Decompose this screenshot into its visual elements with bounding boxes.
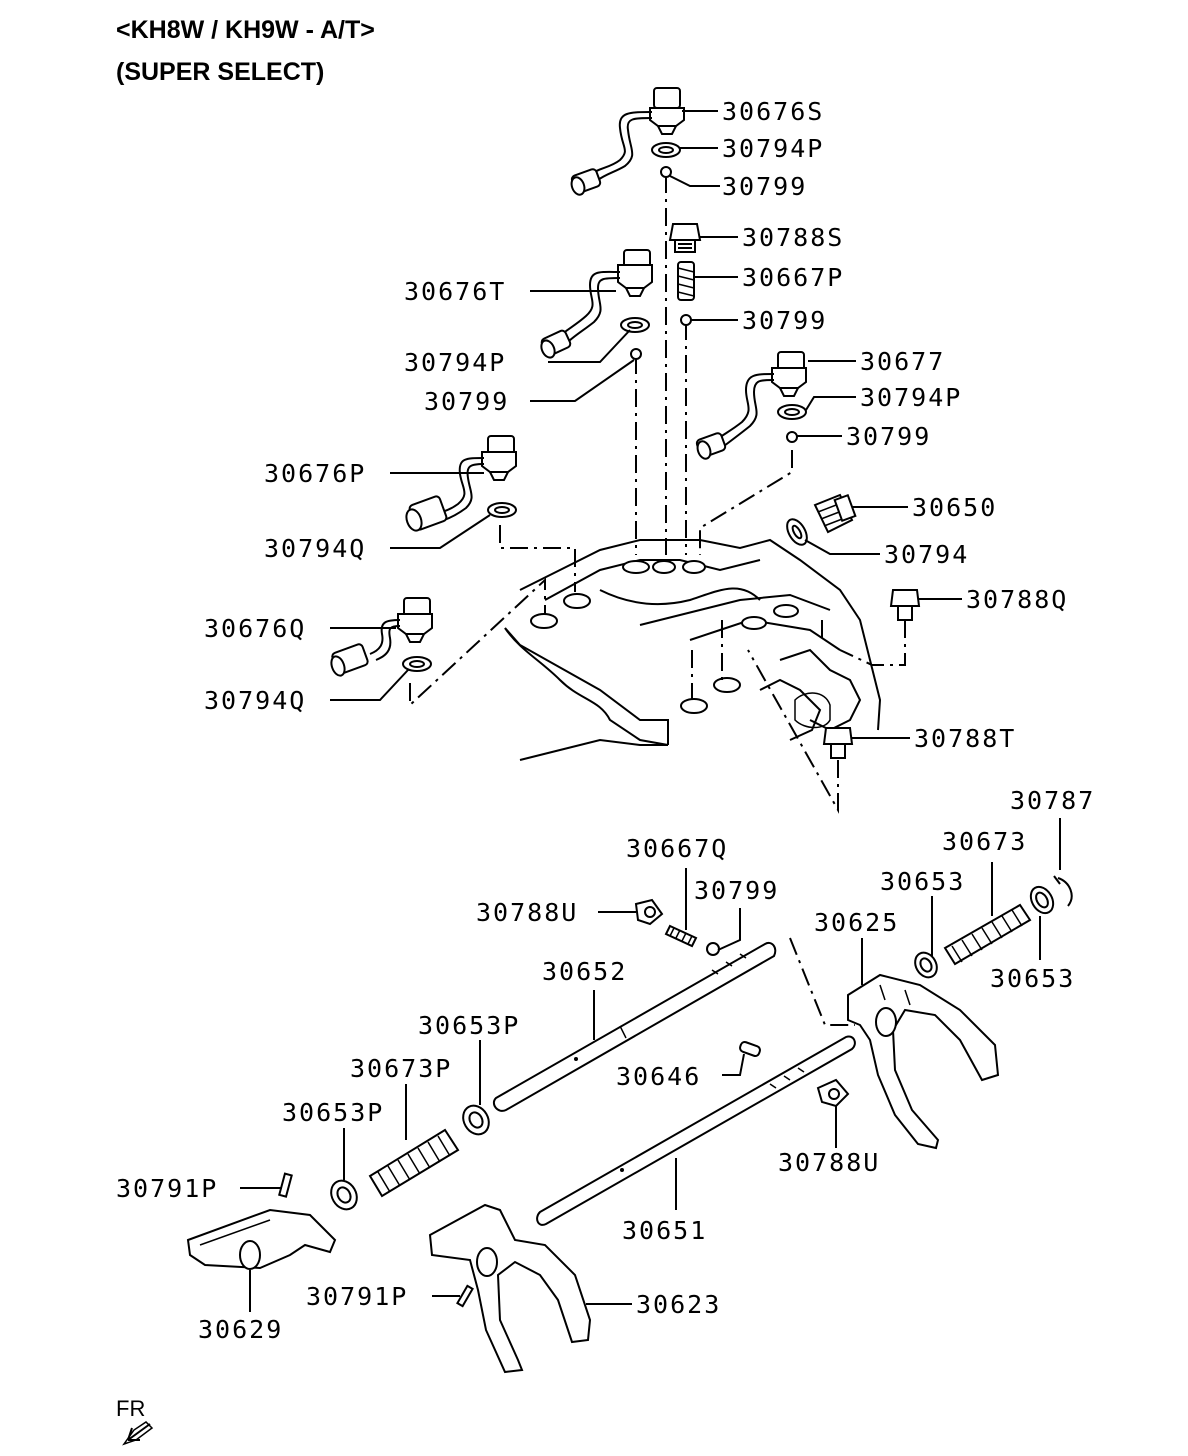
snap-ring-30787	[1053, 875, 1073, 907]
label-30673: 30673	[942, 827, 1028, 856]
spring-30667P	[677, 261, 695, 301]
spring-30673P	[368, 1128, 460, 1198]
label-30676T: 30676T	[404, 277, 507, 306]
switch-30677	[695, 351, 807, 460]
label-30799: 30799	[424, 387, 510, 416]
label-30788U: 30788U	[778, 1148, 881, 1177]
switch-30676T	[540, 249, 653, 359]
fork-30623	[428, 1203, 592, 1374]
label-30677: 30677	[860, 347, 946, 376]
ball-30799-a	[660, 166, 672, 178]
label-30794P: 30794P	[860, 383, 963, 412]
valve-30650	[813, 493, 857, 534]
label-30652: 30652	[542, 957, 628, 986]
label-30799: 30799	[846, 422, 932, 451]
label-30794: 30794	[884, 540, 970, 569]
diagram-subtitle: (SUPER SELECT)	[116, 58, 325, 86]
front-direction-label: FR	[116, 1396, 146, 1421]
seat-30653P-a	[462, 1104, 490, 1136]
label-30673P: 30673P	[350, 1054, 453, 1083]
lever-30629	[186, 1208, 337, 1270]
label-30787: 30787	[1010, 786, 1096, 815]
ball-30799-d	[786, 431, 798, 443]
label-30791P: 30791P	[306, 1282, 409, 1311]
label-30676Q: 30676Q	[204, 614, 307, 643]
washer-30794Q-a	[487, 502, 517, 518]
washer-30794Q-b	[402, 656, 432, 672]
label-30667P: 30667P	[742, 263, 845, 292]
leader-lines	[240, 110, 1061, 1312]
label-30794Q: 30794Q	[264, 534, 367, 563]
label-30788S: 30788S	[742, 223, 845, 252]
washer-30794P-a	[651, 142, 681, 158]
washer-30794P-b	[620, 317, 650, 333]
pin-30646	[739, 1041, 761, 1057]
label-30794P: 30794P	[404, 348, 507, 377]
diagram-title: <KH8W / KH9W - A/T>	[116, 16, 375, 44]
label-30799: 30799	[722, 172, 808, 201]
pin-30791P-a	[278, 1172, 293, 1198]
plug-30788T	[822, 727, 854, 759]
label-30667Q: 30667Q	[626, 834, 729, 863]
plug-30788Q	[889, 589, 921, 621]
plug-30788U-a	[634, 898, 664, 926]
seat-30653P-b	[330, 1179, 358, 1211]
label-30676S: 30676S	[722, 97, 825, 126]
label-30788Q: 30788Q	[966, 585, 1069, 614]
washer-30794	[786, 518, 808, 546]
label-30788T: 30788T	[914, 724, 1017, 753]
label-30794Q: 30794Q	[204, 686, 307, 715]
ball-30799-c	[630, 348, 642, 360]
pin-30791P-b	[456, 1284, 474, 1308]
switch-30676S	[570, 87, 685, 196]
label-30676P: 30676P	[264, 459, 367, 488]
plug-30788S	[668, 223, 702, 253]
shaft-30652	[492, 942, 777, 1112]
spring-30667Q	[664, 924, 698, 948]
label-30623: 30623	[636, 1290, 722, 1319]
label-30791P: 30791P	[116, 1174, 219, 1203]
label-30646: 30646	[616, 1062, 702, 1091]
label-30653: 30653	[990, 964, 1076, 993]
switch-30676P	[405, 435, 517, 532]
switch-30676Q	[330, 597, 433, 677]
front-direction-arrow-icon	[122, 1421, 154, 1446]
ball-30799-b	[680, 314, 692, 326]
plug-30788U-b	[816, 1078, 850, 1108]
label-30650: 30650	[912, 493, 998, 522]
label-30625: 30625	[814, 908, 900, 937]
label-30788U: 30788U	[476, 898, 579, 927]
label-30651: 30651	[622, 1216, 708, 1245]
assembly-axes-top	[409, 175, 906, 814]
washer-30794P-c	[777, 404, 807, 420]
shaft-30651	[536, 1035, 856, 1226]
label-30653: 30653	[880, 867, 966, 896]
label-30653P: 30653P	[418, 1011, 521, 1040]
assembly-axes-shafts	[789, 937, 855, 1026]
label-30799: 30799	[742, 306, 828, 335]
fork-30625	[847, 973, 1000, 1150]
label-30794P: 30794P	[722, 134, 825, 163]
ball-30799-e	[706, 942, 720, 956]
spring-30673	[943, 903, 1032, 966]
label-30629: 30629	[198, 1315, 284, 1344]
label-30653P: 30653P	[282, 1098, 385, 1127]
label-30799: 30799	[694, 876, 780, 905]
seat-30653-b	[1029, 885, 1055, 915]
seat-30653-a	[914, 951, 938, 979]
